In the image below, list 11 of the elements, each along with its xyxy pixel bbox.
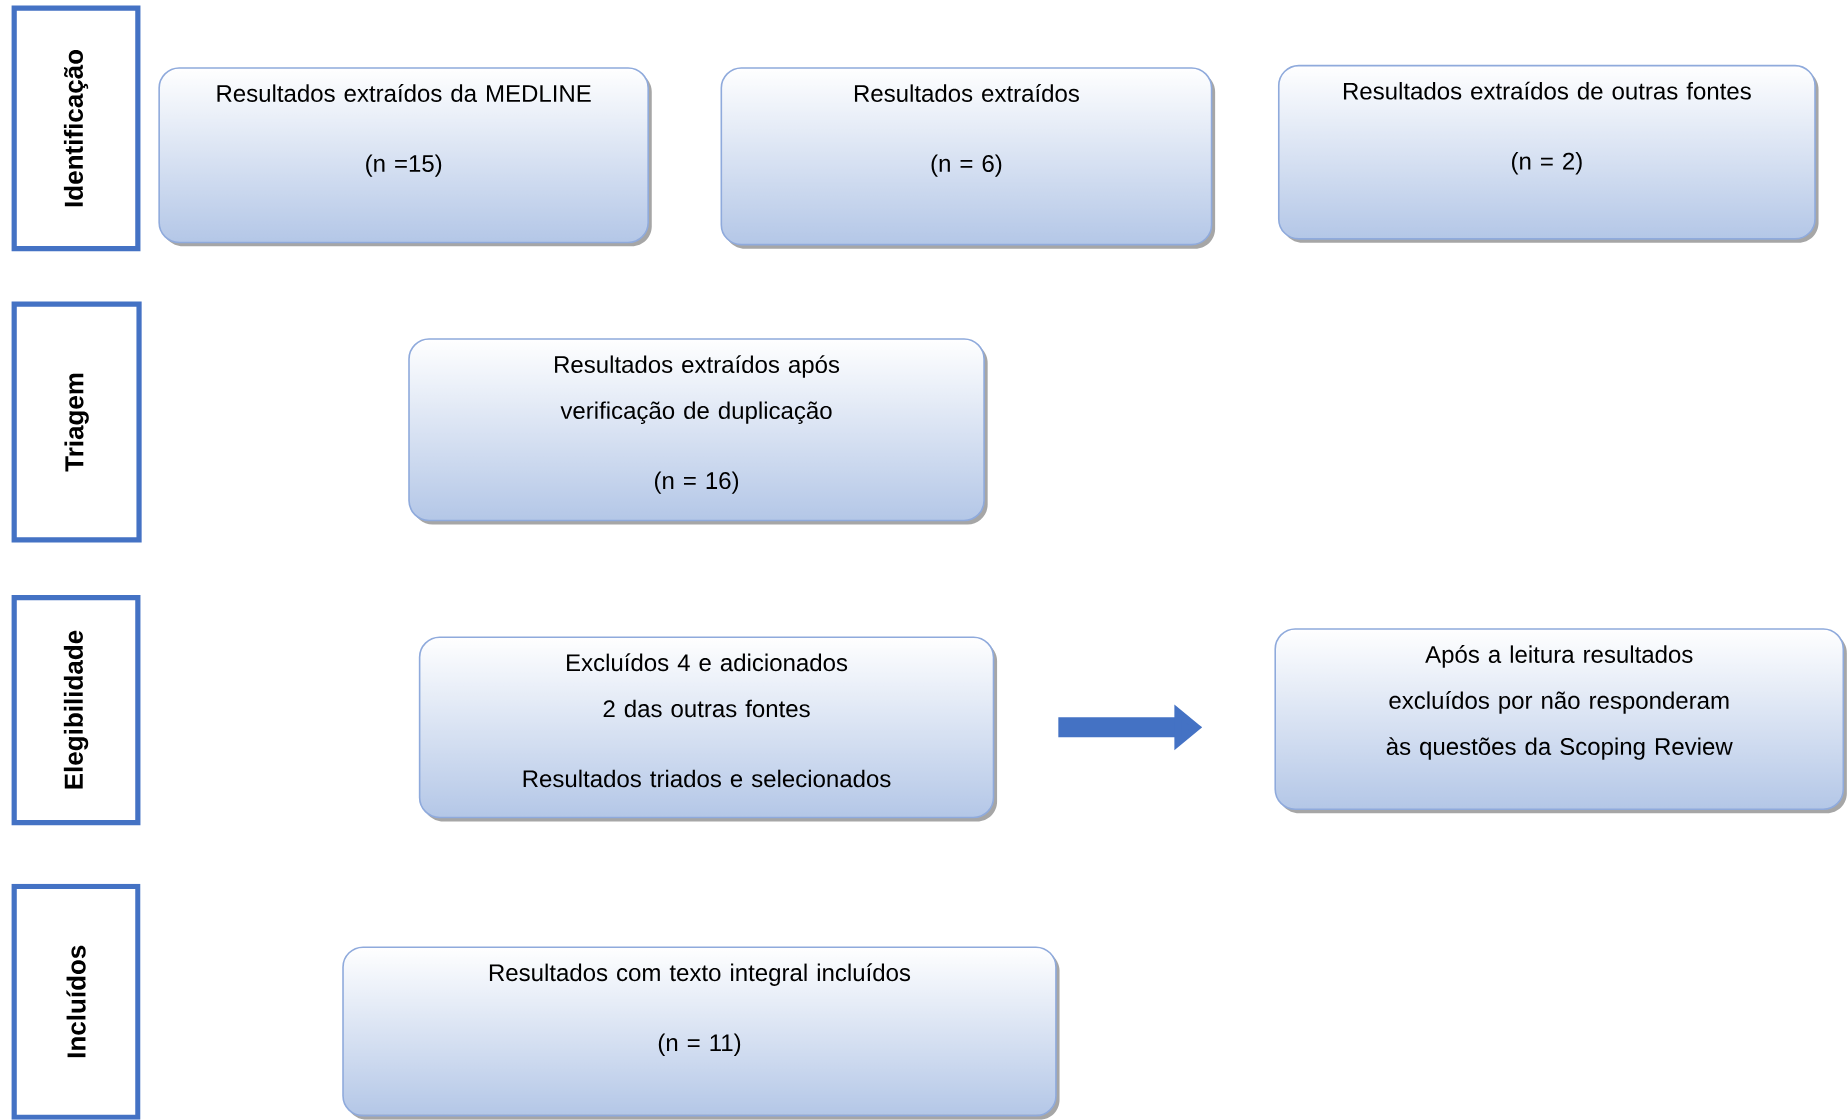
process-box: Resultados extraídos de outras fontes (n = 2) [1277,65,1819,243]
process-box: Resultados extraídos após verificação de duplicação (n = 16) [408,338,988,525]
process-box: Excluídos 4 e adicionados 2 das outras fontes Resultados triados e selecionados [418,636,998,822]
process-box: Resultados extraídos (n = 6) [720,67,1216,249]
process-box: Resultados com texto integral incluídos (n = 11) [342,946,1060,1120]
process-box: Após a leitura resultados excluídos por não responderam às questões da Scoping Review [1274,628,1847,814]
process-box: Resultados extraídos da MEDLINE (n =15) [158,67,652,247]
phase-label: Elegibilidade [11,595,141,826]
phase-label: Triagem [11,301,142,543]
phase-label: Identificação [11,5,141,252]
phase-label: Incluídos [11,883,141,1120]
